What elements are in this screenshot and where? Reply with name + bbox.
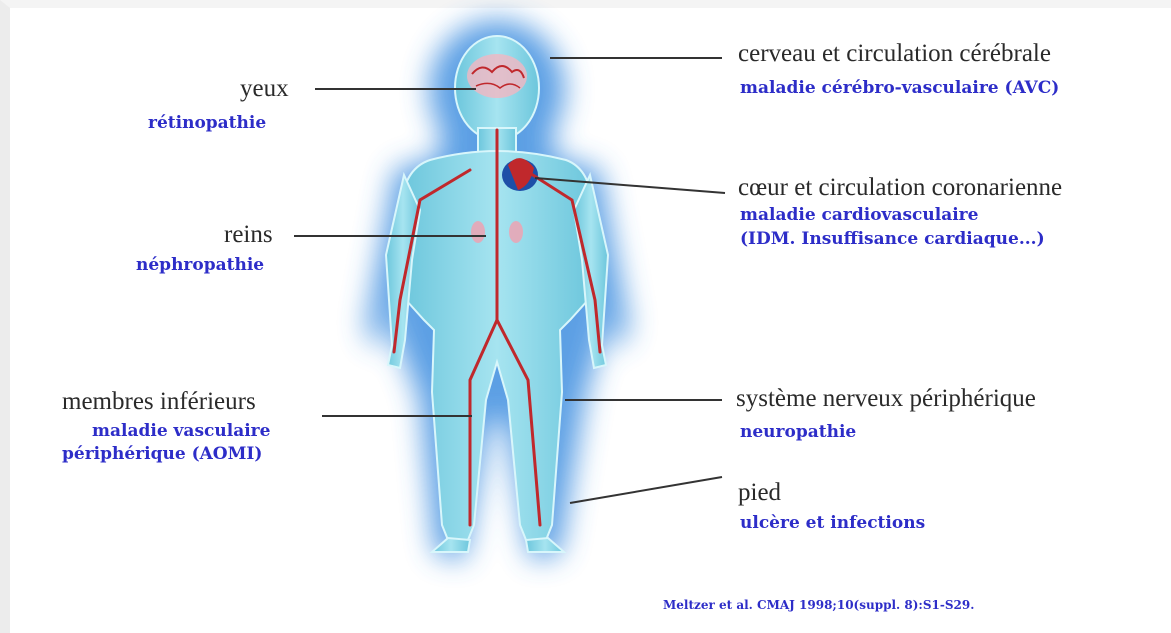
label-idm: (IDM. Insuffisance cardiaque...)	[740, 231, 1045, 248]
label-pied: pied	[738, 480, 781, 505]
label-yeux: yeux	[240, 76, 289, 101]
label-avc: maladie cérébro-vasculaire (AVC)	[740, 80, 1059, 97]
human-body-figure	[365, 20, 630, 560]
label-ulcere: ulcère et infections	[740, 515, 925, 532]
label-maladie-cardiovasculaire: maladie cardiovasculaire	[740, 207, 978, 224]
label-nephropathie: néphropathie	[136, 257, 264, 274]
label-reins: reins	[224, 222, 273, 247]
label-peripherique-aomi: périphérique (AOMI)	[62, 446, 262, 463]
label-cerveau: cerveau et circulation cérébrale	[738, 41, 1051, 66]
label-systeme-nerveux: système nerveux périphérique	[736, 386, 1036, 411]
citation: Meltzer et al. CMAJ 1998;10(suppl. 8):S1…	[663, 599, 974, 611]
label-neuropathie: neuropathie	[740, 424, 856, 441]
leader-line-pied	[570, 477, 722, 503]
label-maladie-vasculaire: maladie vasculaire	[92, 423, 270, 440]
brain	[467, 54, 527, 98]
label-membres-inferieurs: membres inférieurs	[62, 389, 256, 414]
label-coeur: cœur et circulation coronarienne	[738, 175, 1062, 200]
label-retinopathie: rétinopathie	[148, 115, 266, 132]
